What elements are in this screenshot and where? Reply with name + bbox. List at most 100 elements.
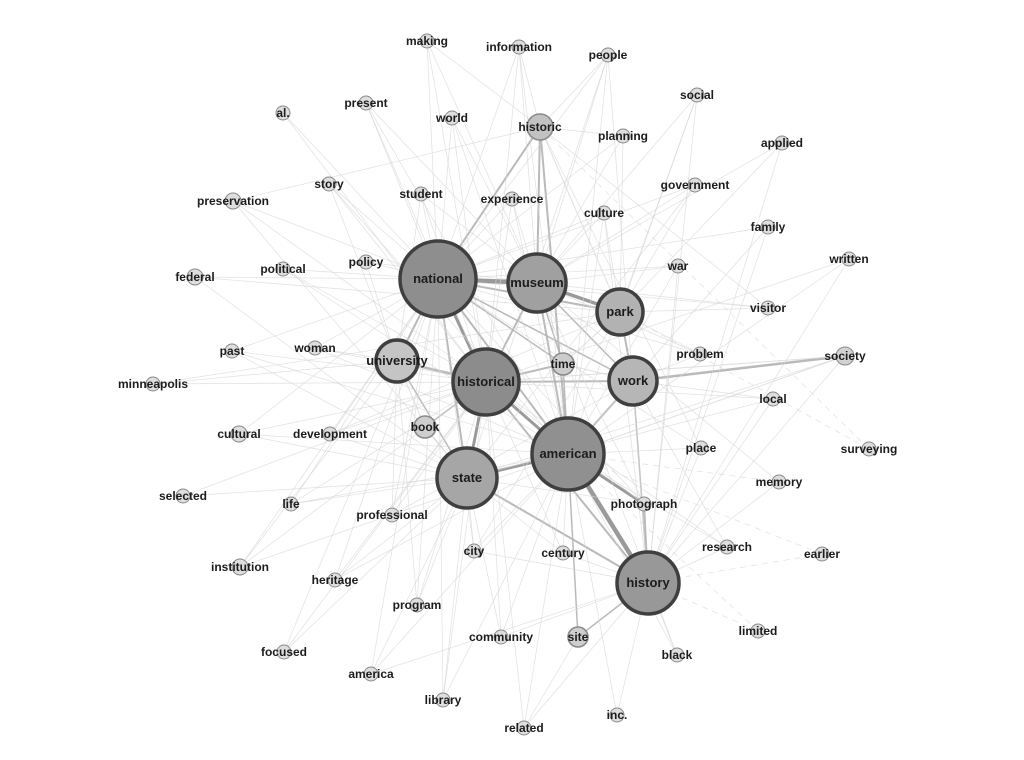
node-library — [435, 692, 451, 708]
node-label-war: war — [667, 259, 689, 273]
node-surveying — [861, 441, 877, 457]
node-work — [607, 355, 659, 407]
node-social — [689, 87, 705, 103]
node-selected — [175, 488, 191, 504]
node-al. — [275, 105, 291, 121]
edge-research-work — [632, 380, 728, 548]
node-historical — [451, 347, 521, 417]
edge-state-history — [466, 477, 649, 584]
edge-information-historical — [485, 46, 520, 383]
edges-layer — [152, 40, 870, 729]
node-label-surveying: surveying — [841, 442, 898, 456]
node-label-america: america — [348, 667, 394, 681]
edge-past-historical — [231, 350, 487, 383]
node-place — [693, 440, 709, 456]
node-site — [567, 626, 589, 648]
edge-institution-national — [239, 278, 439, 568]
node-label-culture: culture — [584, 206, 624, 220]
node-limited — [750, 623, 766, 639]
node-label-earlier: earlier — [804, 547, 840, 561]
node-century — [555, 545, 571, 561]
edge-america-history — [370, 582, 649, 675]
node-label-work: work — [617, 373, 649, 388]
node-professional — [384, 507, 400, 523]
node-label-policy: policy — [349, 255, 384, 269]
node-label-black: black — [662, 648, 693, 662]
node-label-story: story — [314, 177, 344, 191]
node-visitor — [760, 300, 776, 316]
edge-war-history — [647, 265, 679, 584]
edge-story-university — [328, 183, 398, 362]
edge-community-historical — [485, 381, 502, 638]
edge-surveying-park — [619, 311, 870, 450]
node-preservation — [224, 192, 242, 210]
node-history — [615, 550, 681, 616]
edge-government-national — [437, 184, 696, 280]
edge-problem-national — [437, 278, 701, 355]
edge-society-historical — [485, 355, 846, 383]
node-label-history: history — [626, 575, 670, 590]
edge-america-american — [370, 453, 569, 675]
node-label-society: society — [824, 349, 866, 363]
edge-federal-state — [194, 276, 468, 479]
node-label-american: american — [539, 446, 596, 461]
edge-related-american — [523, 453, 569, 729]
node-label-family: family — [751, 220, 786, 234]
edge-america-state — [370, 477, 468, 675]
edge-government-state — [466, 184, 696, 479]
edge-institution-historical — [239, 381, 487, 568]
node-label-library: library — [425, 693, 462, 707]
edge-social-museum — [536, 94, 698, 284]
node-community — [493, 629, 509, 645]
edge-written-american — [567, 258, 850, 455]
node-label-federal: federal — [175, 270, 214, 284]
node-label-selected: selected — [159, 489, 207, 503]
node-black — [669, 647, 685, 663]
edge-black-american — [567, 453, 678, 656]
node-war — [670, 258, 686, 274]
edge-written-history — [647, 258, 850, 584]
node-story — [321, 176, 337, 192]
node-label-limited: limited — [739, 624, 778, 638]
edge-past-american — [231, 350, 569, 455]
node-city — [466, 543, 482, 559]
edge-program-university — [396, 360, 418, 606]
node-making — [419, 33, 435, 49]
node-label-university: university — [366, 353, 428, 368]
node-label-student: student — [399, 187, 442, 201]
node-development — [322, 426, 338, 442]
node-label-book: book — [411, 420, 440, 434]
edge-professional-work — [391, 380, 634, 516]
node-time — [551, 352, 575, 376]
node-past — [224, 343, 240, 359]
edge-applied-park — [619, 142, 783, 313]
nodes-layer — [145, 33, 877, 736]
edge-information-american — [518, 46, 569, 455]
edge-planning-historic — [539, 126, 624, 137]
node-label-century: century — [541, 546, 585, 560]
node-america — [363, 666, 379, 682]
node-memory — [771, 474, 787, 490]
edge-visitor-museum — [536, 282, 769, 309]
node-park — [595, 287, 645, 337]
node-institution — [231, 558, 249, 576]
edge-society-american — [567, 355, 846, 455]
edge-applied-history — [647, 142, 783, 584]
edge-political-american — [282, 268, 569, 455]
node-label-local: local — [759, 392, 786, 406]
node-local — [765, 391, 781, 407]
edge-life-national — [290, 278, 439, 505]
edge-cultural-historical — [238, 381, 487, 435]
node-related — [516, 720, 532, 736]
edge-focused-national — [283, 278, 439, 653]
edge-making-historic — [426, 40, 541, 128]
node-label-applied: applied — [761, 136, 803, 150]
node-focused — [276, 644, 292, 660]
edge-program-national — [416, 278, 439, 606]
node-culture — [596, 205, 612, 221]
edge-professional-university — [391, 360, 398, 516]
node-museum — [506, 252, 568, 314]
edge-preservation-historic — [232, 126, 541, 202]
edge-heritage-historical — [334, 381, 487, 581]
